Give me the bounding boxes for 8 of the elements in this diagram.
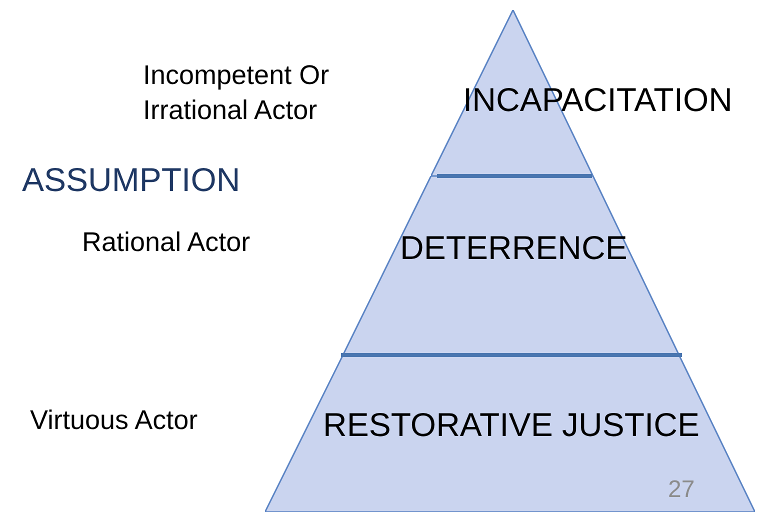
tier-label: RESTORATIVE JUSTICE: [323, 407, 700, 444]
column-heading: ASSUMPTION: [22, 160, 240, 200]
page-number: 27: [668, 476, 695, 505]
assumption-text: Incompetent Or Irrational Actor: [143, 59, 330, 128]
assumption-text: Virtuous Actor: [30, 404, 198, 436]
pyramid-tier: [265, 355, 755, 512]
assumption-text: Rational Actor: [82, 226, 250, 258]
tier-label: DETERRENCE: [400, 230, 628, 266]
